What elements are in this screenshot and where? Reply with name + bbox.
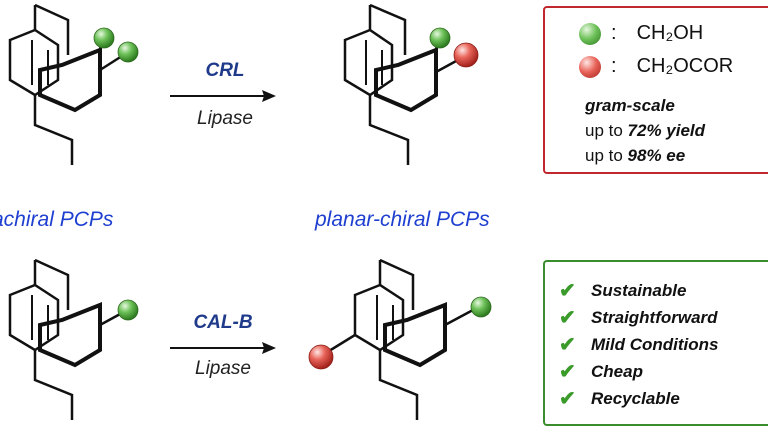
- check-icon: ✔: [559, 388, 576, 410]
- check-icon: ✔: [559, 334, 576, 356]
- green-sphere-icon: [429, 27, 451, 49]
- benefits-box: ✔ Sustainable ✔ Straightforward ✔ Mild C…: [543, 260, 768, 426]
- check-icon: ✔: [559, 307, 576, 329]
- legend-box: : CH₂OH : CH₂OCOR gram-scale up to 72% y…: [543, 6, 768, 174]
- green-sphere-icon: [579, 22, 601, 45]
- green-sphere-icon: [93, 27, 115, 49]
- legend-red-formula: CH₂OCOR: [636, 55, 734, 77]
- molecule-planar-chiral-pcp-top: [343, 3, 479, 165]
- green-sphere-icon: [117, 299, 139, 321]
- reaction-arrow: [170, 342, 276, 354]
- benefit-item: ✔ Cheap: [559, 361, 643, 383]
- legend-row-green: : CH₂OH: [579, 22, 703, 45]
- legend-green-formula: CH₂OH: [636, 22, 704, 44]
- check-icon: ✔: [559, 280, 576, 302]
- stat-gram-scale: gram-scale: [585, 96, 675, 115]
- caption-achiral-pcps: achiral PCPs: [0, 208, 114, 231]
- benefit-item: ✔ Mild Conditions: [559, 334, 719, 356]
- molecule-achiral-pcp-top: [8, 3, 139, 165]
- enzyme-type-label: Lipase: [195, 358, 251, 379]
- red-sphere-icon: [308, 344, 334, 370]
- molecule-achiral-pcp-bottom: [8, 258, 139, 420]
- reaction-arrow: [170, 90, 276, 102]
- legend-colon: :: [611, 22, 617, 44]
- catalyst-label-cal-b: CAL-B: [193, 312, 253, 333]
- legend-row-red: : CH₂OCOR: [579, 55, 733, 78]
- stat-yield: up to 72% yield: [585, 121, 706, 140]
- benefit-item: ✔ Recyclable: [559, 388, 680, 410]
- red-sphere-icon: [453, 42, 479, 68]
- molecule-planar-chiral-pcp-bottom: [308, 258, 492, 420]
- green-sphere-icon: [117, 41, 139, 63]
- legend-colon: :: [611, 55, 617, 77]
- red-sphere-icon: [579, 55, 601, 78]
- catalyst-label-crl: CRL: [205, 60, 245, 81]
- green-sphere-icon: [470, 296, 492, 318]
- caption-planar-chiral-pcps: planar-chiral PCPs: [315, 208, 490, 231]
- check-icon: ✔: [559, 361, 576, 383]
- enzyme-type-label: Lipase: [197, 108, 253, 129]
- benefit-item: ✔ Straightforward: [559, 307, 718, 329]
- benefit-item: ✔ Sustainable: [559, 280, 687, 302]
- stat-ee: up to 98% ee: [585, 146, 686, 165]
